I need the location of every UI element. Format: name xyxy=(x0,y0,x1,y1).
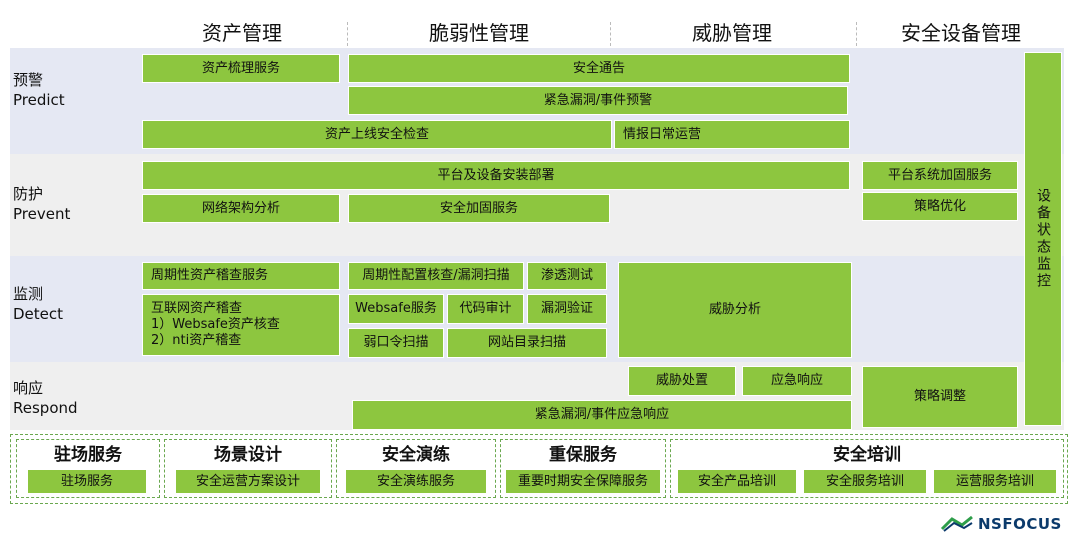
weak-password-scan: 弱口令扫描 xyxy=(348,328,444,358)
service-title: 场景设计 xyxy=(214,445,282,465)
penetration-test: 渗透测试 xyxy=(527,262,607,290)
column-header-device: 安全设备管理 xyxy=(901,21,1021,45)
column-divider xyxy=(347,22,348,46)
service-title: 安全培训 xyxy=(833,445,901,465)
threat-dispose: 威胁处置 xyxy=(628,366,736,396)
internet-asset-audit: 互联网资产稽查 1）Websafe资产核查 2）nti资产稽查 xyxy=(142,294,340,356)
security-harden-service: 安全加固服务 xyxy=(348,194,610,223)
nsfocus-logo-icon xyxy=(940,515,973,532)
nsfocus-logo: NSFOCUS xyxy=(940,514,1062,534)
policy-adjust: 策略调整 xyxy=(862,366,1018,428)
service-group-onsite: 驻场服务 驻场服务 xyxy=(16,439,160,498)
service-title: 安全演练 xyxy=(382,445,450,465)
device-status-monitor: 设备状态监控 xyxy=(1024,52,1062,426)
asset-sort-service: 资产梳理服务 xyxy=(142,54,340,83)
intel-daily-ops: 情报日常运营 xyxy=(614,120,850,149)
periodic-asset-audit: 周期性资产稽查服务 xyxy=(142,262,340,290)
threat-analysis: 威胁分析 xyxy=(618,262,852,358)
service-item: 驻场服务 xyxy=(27,469,147,494)
websafe-service: Websafe服务 xyxy=(348,294,444,324)
web-dir-scan: 网站目录扫描 xyxy=(447,328,607,358)
emergency-response: 应急响应 xyxy=(742,366,852,396)
service-group-scenario: 场景设计 安全运营方案设计 xyxy=(164,439,332,498)
service-group-training: 安全培训 安全产品培训 安全服务培训 运营服务培训 xyxy=(670,439,1064,498)
service-item: 重要时期安全保障服务 xyxy=(505,469,661,494)
service-group-protection: 重保服务 重要时期安全保障服务 xyxy=(500,439,666,498)
service-title: 驻场服务 xyxy=(54,445,122,465)
config-vuln-scan: 周期性配置核查/漏洞扫描 xyxy=(348,262,524,290)
column-divider xyxy=(610,22,611,46)
network-arch-analysis: 网络架构分析 xyxy=(142,194,340,223)
service-item: 运营服务培训 xyxy=(933,469,1057,494)
service-item: 安全服务培训 xyxy=(803,469,927,494)
vuln-verify: 漏洞验证 xyxy=(527,294,607,324)
service-item: 安全演练服务 xyxy=(345,469,487,494)
emergency-vuln-response: 紧急漏洞/事件应急响应 xyxy=(352,400,852,430)
policy-optimize: 策略优化 xyxy=(862,192,1018,221)
service-item: 安全运营方案设计 xyxy=(175,469,321,494)
platform-harden-service: 平台系统加固服务 xyxy=(862,161,1018,190)
logo-text: NSFOCUS xyxy=(978,515,1062,533)
service-title: 重保服务 xyxy=(549,445,617,465)
column-header-vuln: 脆弱性管理 xyxy=(429,21,529,45)
asset-online-check: 资产上线安全检查 xyxy=(142,120,612,149)
services-frame xyxy=(10,434,1068,504)
code-audit: 代码审计 xyxy=(447,294,524,324)
column-header-asset: 资产管理 xyxy=(202,21,282,45)
emergency-warning: 紧急漏洞/事件预警 xyxy=(348,86,848,115)
security-notice: 安全通告 xyxy=(348,54,850,83)
column-header-threat: 威胁管理 xyxy=(692,21,772,45)
service-item: 安全产品培训 xyxy=(677,469,797,494)
column-divider xyxy=(856,22,857,46)
service-group-drill: 安全演练 安全演练服务 xyxy=(336,439,496,498)
platform-deploy: 平台及设备安装部署 xyxy=(142,161,850,190)
